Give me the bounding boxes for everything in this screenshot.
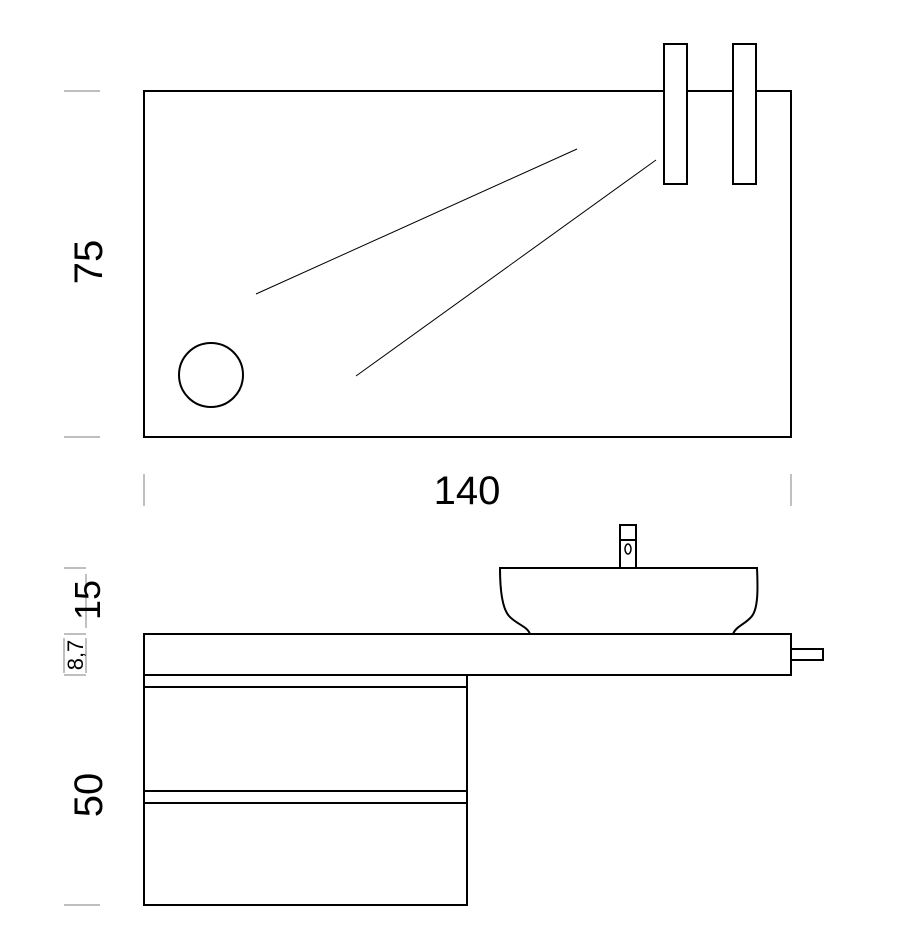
wall-lamp-right (732, 43, 757, 185)
label-width: 140 (434, 469, 501, 513)
mirror-front-view (143, 43, 792, 438)
reflection-line (255, 148, 578, 295)
towel-bar (790, 648, 824, 661)
vessel-basin (498, 567, 759, 635)
dimension-ticks (63, 90, 792, 906)
mirror (143, 90, 792, 438)
label-top-thickness: 8,7 (63, 640, 88, 671)
wall-lamp-left (663, 43, 688, 185)
label-basin-height: 15 (67, 580, 108, 620)
magnifying-mirror (178, 342, 244, 408)
faucet-lever (624, 543, 632, 555)
label-cabinet-height: 50 (67, 773, 111, 818)
vanity-side-view (143, 524, 824, 906)
faucet (619, 524, 637, 569)
reflection-line (355, 159, 657, 377)
label-mirror-height: 75 (67, 240, 111, 285)
countertop (143, 633, 792, 676)
